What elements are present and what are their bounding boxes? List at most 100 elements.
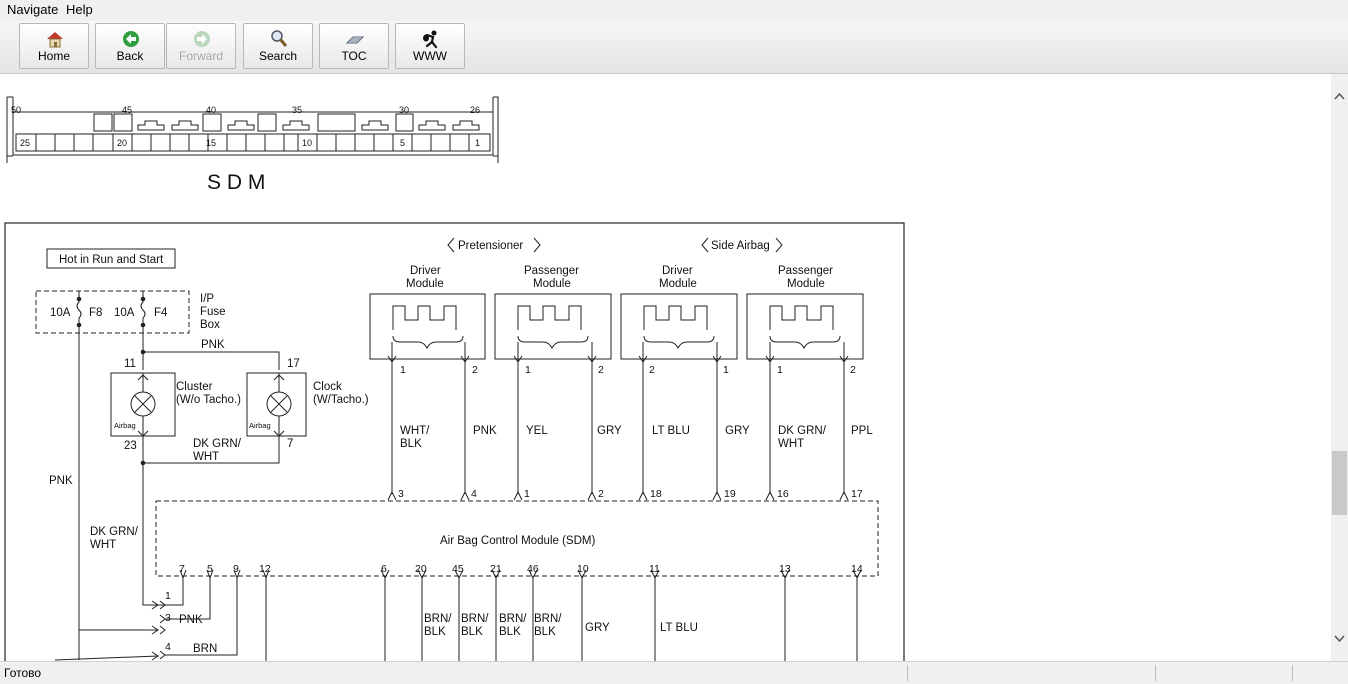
fuse-box-label: I/P <box>200 293 214 305</box>
sdm-bottom-pin: 10 <box>577 563 589 575</box>
sdm-bottom-pin: 20 <box>415 563 427 575</box>
side-airbag-header: Side Airbag <box>711 240 770 252</box>
cluster-label: Cluster <box>176 381 213 393</box>
fuse-f4-name: F4 <box>154 307 168 319</box>
menu-navigate[interactable]: Navigate <box>7 2 59 17</box>
hot-label: Hot in Run and Start <box>59 254 164 266</box>
wire-color-label: BRN/ <box>534 613 562 625</box>
sdm-bottom-pin: 9 <box>233 563 239 575</box>
scroll-up-icon[interactable] <box>1334 92 1345 100</box>
wire-color-label: PPL <box>851 425 873 437</box>
wire-color-label: YEL <box>526 425 548 437</box>
status-divider <box>1155 665 1156 681</box>
wire-color-label: LT BLU <box>660 622 698 634</box>
module-label: Module <box>787 278 825 290</box>
wire-color-label: DK GRN/ <box>778 425 827 437</box>
wire-color-label: BLK <box>424 626 446 638</box>
wire-color-label: GRY <box>597 425 622 437</box>
toc-button[interactable]: TOC <box>319 23 389 69</box>
connector-pin-bottom: 15 <box>206 138 216 148</box>
wire-color-label: WHT <box>90 539 116 551</box>
connector-pin-bottom: 10 <box>302 138 312 148</box>
module-pin: 2 <box>472 364 478 376</box>
module-pin: 1 <box>525 364 531 376</box>
cluster-label: (W/o Tacho.) <box>176 394 241 406</box>
connector-outline <box>12 111 494 156</box>
sdm-top-pin: 4 <box>471 488 477 500</box>
sdm-top-pin: 18 <box>650 488 662 500</box>
module-pin: 1 <box>777 364 783 376</box>
sdm-label: Air Bag Control Module (SDM) <box>440 535 595 547</box>
module-label: Passenger <box>778 265 833 277</box>
wire-color-label: BRN <box>193 643 217 655</box>
back-arrow-icon <box>123 31 139 47</box>
www-button[interactable]: WWW <box>395 23 465 69</box>
wire-color-label: PNK <box>201 339 225 351</box>
status-bar: Готово <box>0 661 1348 684</box>
sdm-top-pin: 16 <box>777 488 789 500</box>
sdm-bottom-pin: 11 <box>649 563 660 575</box>
hot-label-box <box>46 248 176 269</box>
sdm-box <box>155 500 879 577</box>
document-view[interactable]: 50 45 40 35 30 26 25 20 15 10 5 1 S D M <box>0 74 1331 661</box>
module-pin: 2 <box>850 364 856 376</box>
airbag-person-icon <box>423 30 438 49</box>
connector-pin-top: 50 <box>11 105 21 115</box>
toolbar: Home Back Forward Search TOC <box>0 21 1348 74</box>
vertical-scrollbar[interactable] <box>1331 74 1348 661</box>
search-button[interactable]: Search <box>243 23 313 69</box>
fuse-f4-amp: 10A <box>114 307 135 319</box>
module-pin: 1 <box>723 364 729 376</box>
back-label: Back <box>116 49 144 63</box>
sdm-top-pin: 17 <box>851 488 863 500</box>
back-button[interactable]: Back <box>95 23 165 69</box>
fuse-box-label: Box <box>200 319 220 331</box>
connector-pin-bottom: 5 <box>400 138 405 148</box>
home-button[interactable]: Home <box>19 23 89 69</box>
sdm-top-pin: 19 <box>724 488 736 500</box>
module-label: Driver <box>662 265 693 277</box>
module-label: Module <box>659 278 697 290</box>
forward-arrow-icon <box>194 31 210 47</box>
fuse-f8-amp: 10A <box>50 307 71 319</box>
fuse-box <box>35 290 190 334</box>
fuse-f8-name: F8 <box>89 307 102 319</box>
sdm-top-pin: 3 <box>398 488 404 500</box>
wire-color-label: WHT <box>778 438 804 450</box>
connector-pin: 1 <box>165 590 171 602</box>
wire-color-label: PNK <box>473 425 497 437</box>
wire-color-label: BRN/ <box>461 613 489 625</box>
wire-color-label: GRY <box>585 622 610 634</box>
sdm-bottom-pin: 45 <box>452 563 464 575</box>
wire-color-label: BLK <box>499 626 521 638</box>
scrollbar-thumb[interactable] <box>1332 451 1347 515</box>
connector-pin-top: 35 <box>292 105 302 115</box>
connector-pin-bottom: 20 <box>117 138 127 148</box>
sdm-bottom-pin: 5 <box>207 563 213 575</box>
toc-label: TOC <box>341 49 367 63</box>
connector-pin-top: 45 <box>122 105 132 115</box>
wire-color-label: PNK <box>179 614 203 626</box>
pin-label: 7 <box>287 438 293 450</box>
book-icon <box>345 36 365 44</box>
clock-label: Clock <box>313 381 342 393</box>
menu-help[interactable]: Help <box>66 2 93 17</box>
wire-color-label: PNK <box>49 475 73 487</box>
home-icon <box>47 32 63 48</box>
wire-color-label: GRY <box>725 425 750 437</box>
scrollbar-graphics <box>1332 92 1347 643</box>
home-label: Home <box>37 49 70 63</box>
pin-label: 17 <box>287 358 300 370</box>
wiring-diagram: 50 45 40 35 30 26 25 20 15 10 5 1 S D M <box>4 96 905 661</box>
wire-color-label: BLK <box>461 626 483 638</box>
forward-label: Forward <box>178 49 223 63</box>
wire-color-label: BLK <box>534 626 556 638</box>
scroll-down-icon[interactable] <box>1334 635 1345 643</box>
status-divider <box>907 665 908 681</box>
wire-color-label: DK GRN/ <box>90 526 139 538</box>
menu-bar: Navigate Help <box>0 0 1348 21</box>
connector-pin-bottom: 1 <box>475 138 480 148</box>
forward-button[interactable]: Forward <box>166 23 236 69</box>
connector-pin-bottom: 25 <box>20 138 30 148</box>
connector-pin: 3 <box>165 612 171 624</box>
